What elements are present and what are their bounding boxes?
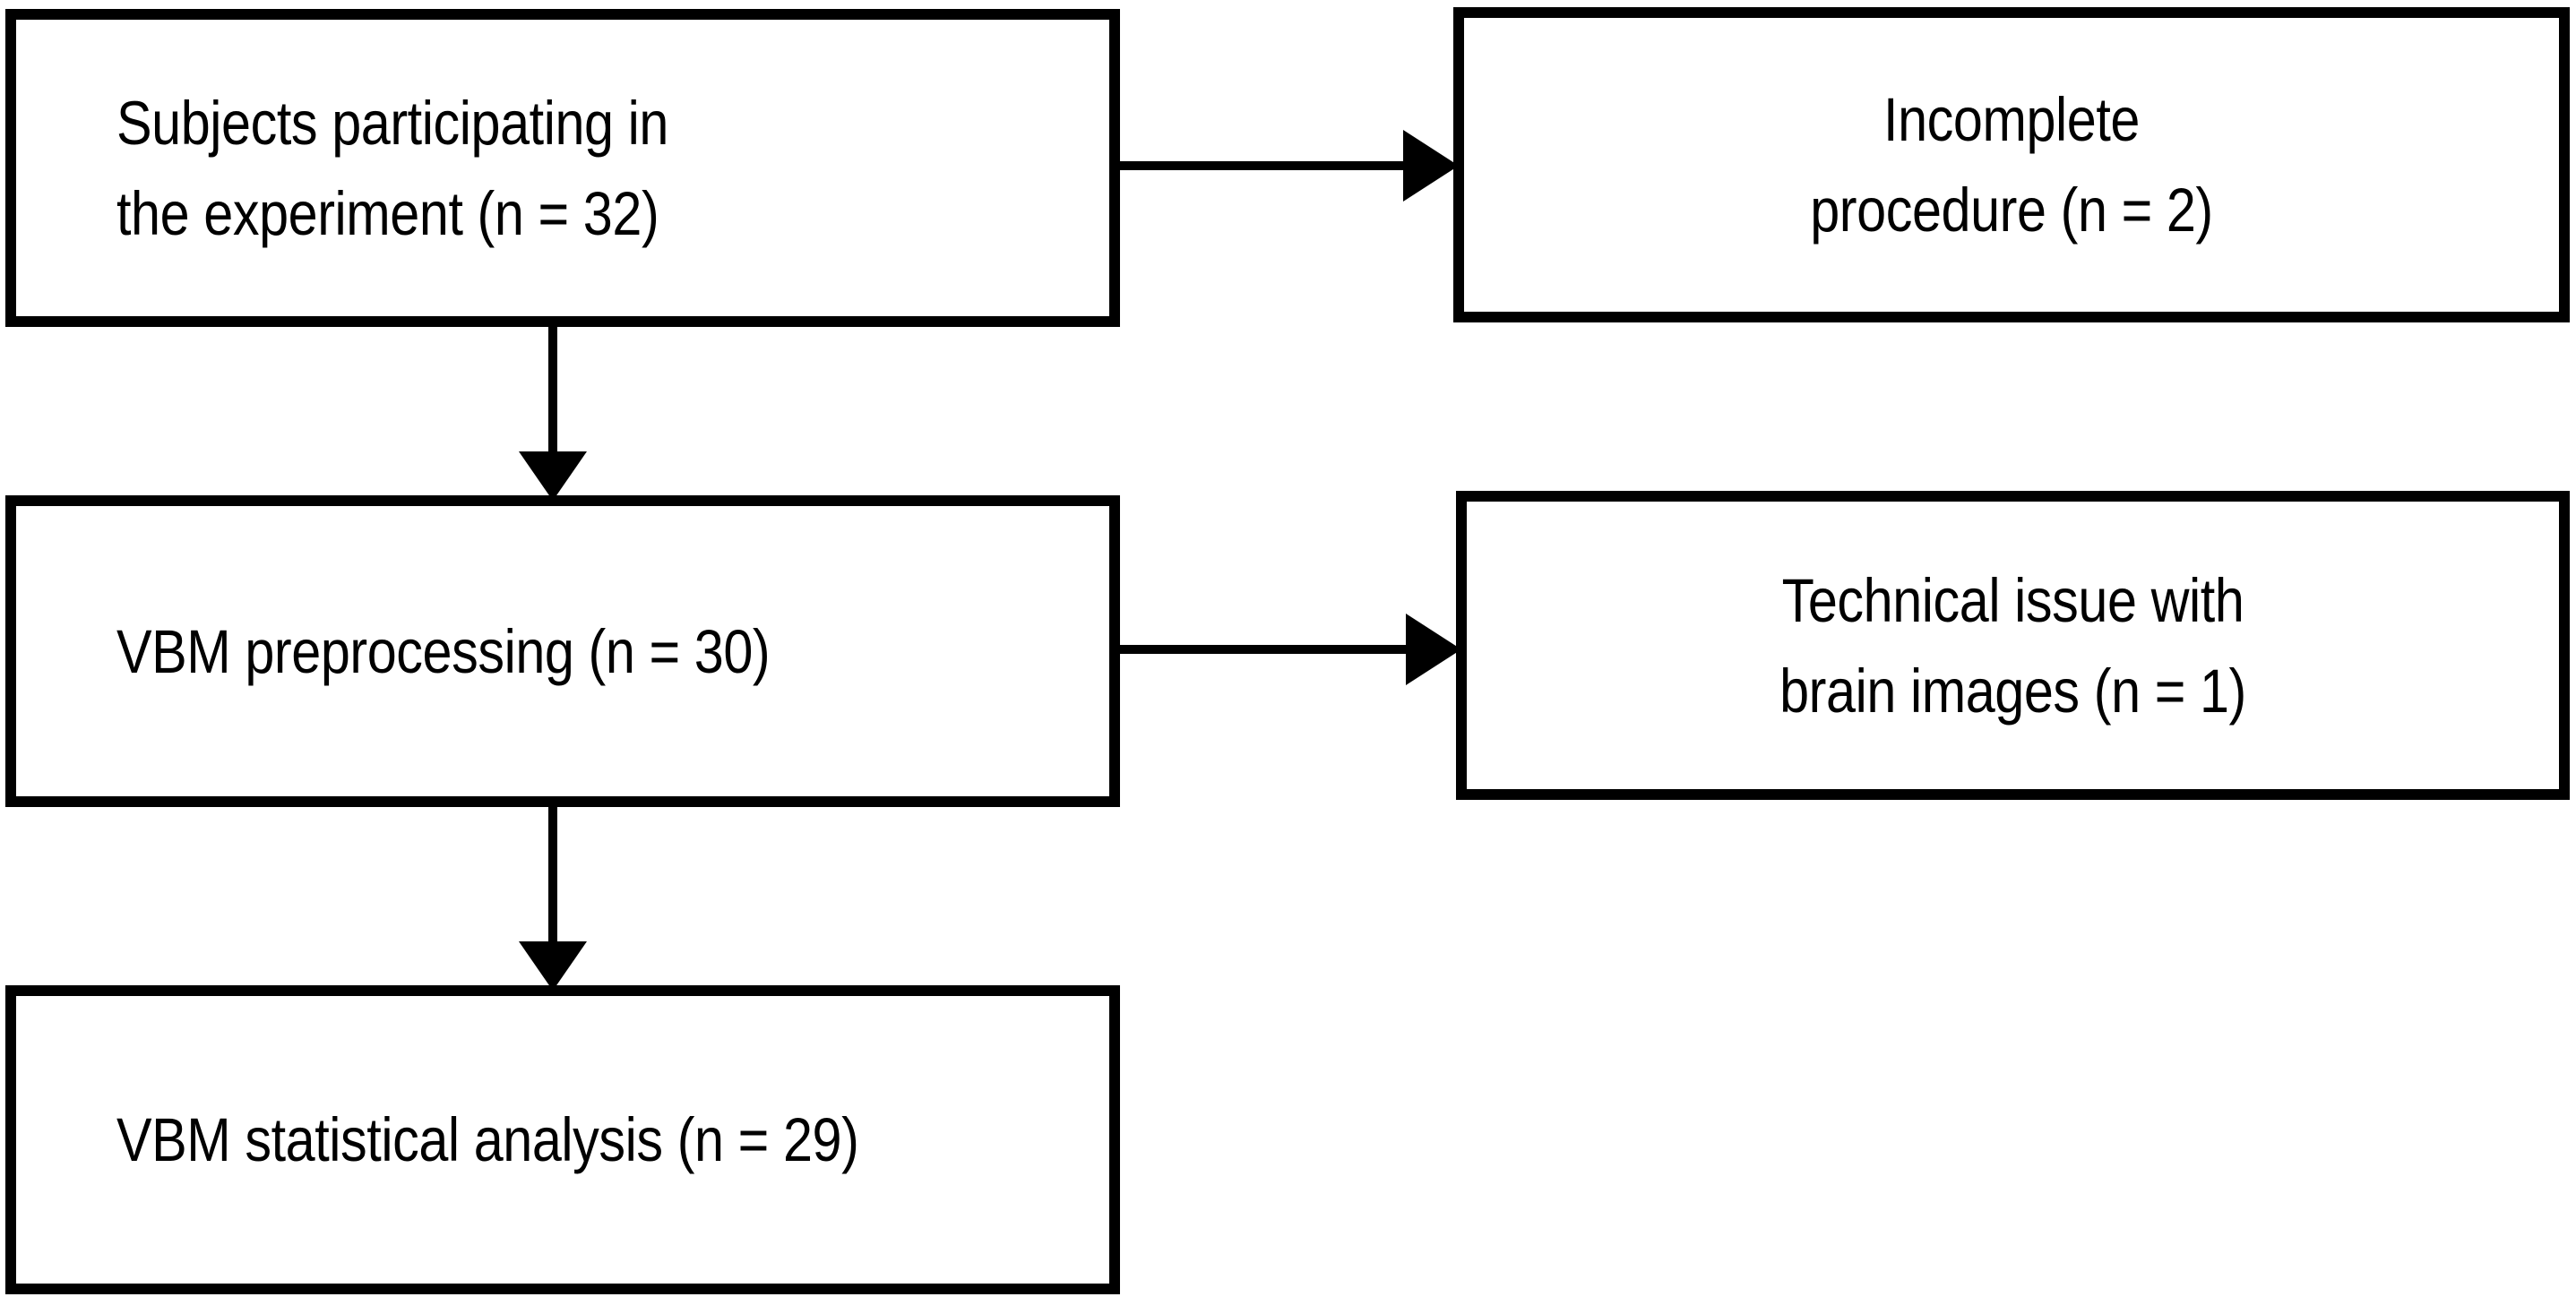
node-text: VBM preprocessing (n = 30) <box>16 621 1109 683</box>
arrow-preprocessing-to-statistical <box>517 804 589 991</box>
arrow-subjects-to-incomplete <box>1118 130 1459 202</box>
node-text-line: VBM preprocessing (n = 30) <box>116 616 771 686</box>
arrow-preprocessing-to-technical <box>1118 614 1461 685</box>
arrowhead-down-icon <box>519 941 587 991</box>
arrow-subjects-to-preprocessing <box>517 325 589 501</box>
vbm-preprocessing-box[interactable]: VBM preprocessing (n = 30) <box>5 495 1120 807</box>
arrowhead-right-icon <box>1406 614 1461 685</box>
vbm-statistical-analysis-box[interactable]: VBM statistical analysis (n = 29) <box>5 985 1120 1294</box>
arrow-shaft <box>548 325 557 458</box>
node-text-line: the experiment (n = 32) <box>116 178 659 248</box>
node-text: VBM statistical analysis (n = 29) <box>16 1109 1109 1171</box>
arrow-shaft <box>1118 161 1409 170</box>
node-text-line: brain images (n = 1) <box>1779 656 2246 726</box>
arrowhead-down-icon <box>519 451 587 501</box>
node-text-line: Technical issue with <box>1781 565 2244 635</box>
node-text-line: procedure (n = 2) <box>1810 176 2213 245</box>
arrow-shaft <box>1118 645 1412 654</box>
node-text: Technical issue with brain images (n = 1… <box>1467 570 2559 722</box>
arrowhead-right-icon <box>1403 130 1459 202</box>
node-text-line: VBM statistical analysis (n = 29) <box>116 1105 859 1174</box>
arrow-shaft <box>548 804 557 948</box>
node-text: Subjects participating in the experiment… <box>16 92 1109 245</box>
node-text-line: Incomplete <box>1883 85 2140 154</box>
subjects-participating-box[interactable]: Subjects participating in the experiment… <box>5 9 1120 327</box>
incomplete-procedure-box[interactable]: Incomplete procedure (n = 2) <box>1453 7 2570 322</box>
technical-issue-box[interactable]: Technical issue with brain images (n = 1… <box>1456 491 2570 800</box>
node-text-line: Subjects participating in <box>116 88 668 158</box>
node-text: Incomplete procedure (n = 2) <box>1464 89 2559 241</box>
